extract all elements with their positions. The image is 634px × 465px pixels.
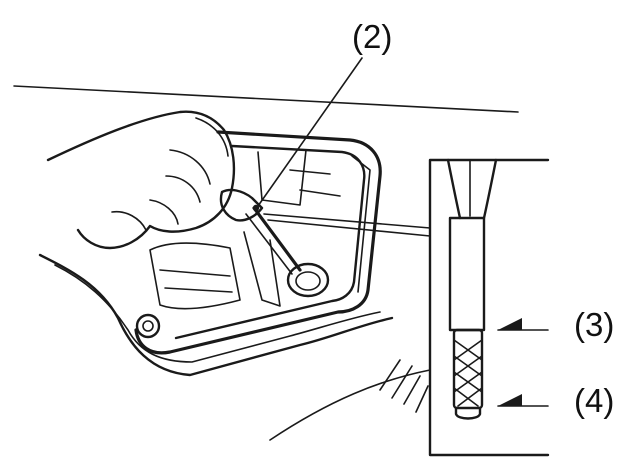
projection-line-lower [267,219,431,237]
filler-neck-outer [286,262,330,298]
filler-neck-inner [295,271,321,291]
mark-arrow-3 [498,318,522,330]
detail-stick-tip [454,406,482,420]
filler-frame-edge [351,155,371,293]
callout-label-2: (2) [352,18,392,55]
mounting-bolt-icon [135,313,161,339]
dipstick-shaft [252,206,302,272]
body-contour-inner [54,264,381,363]
body-panel-edge [13,85,519,113]
engine-part-lines [159,169,341,293]
dipstick-shaft-edge [245,213,293,275]
detail-crosshatch-zone [452,328,484,410]
filler-frame-inner [174,144,366,340]
hand-fingers [111,149,211,231]
projection-line-upper [263,213,431,229]
dipstick-handle [219,188,264,222]
detail-stick-body [448,216,486,332]
leader-line-2 [257,57,363,207]
hand-icon [46,110,236,250]
filler-frame-outer [134,130,382,355]
engine-bracket [257,149,307,206]
fender-shading [379,359,429,413]
callout-label-4: (4) [574,382,614,419]
thumb [195,117,229,157]
mark-arrow-4 [498,394,522,406]
body-contour-outer [38,253,394,377]
mounting-bolt-center [142,320,154,332]
engine-part-mid [243,231,281,307]
engine-part-left [149,242,241,310]
detail-inset-frame [428,158,550,457]
leader-dot-2 [252,204,260,212]
fender-curve [269,369,431,441]
detail-crosshatch [453,339,483,407]
detail-handle [446,158,498,220]
callout-label-3: (3) [574,306,614,343]
